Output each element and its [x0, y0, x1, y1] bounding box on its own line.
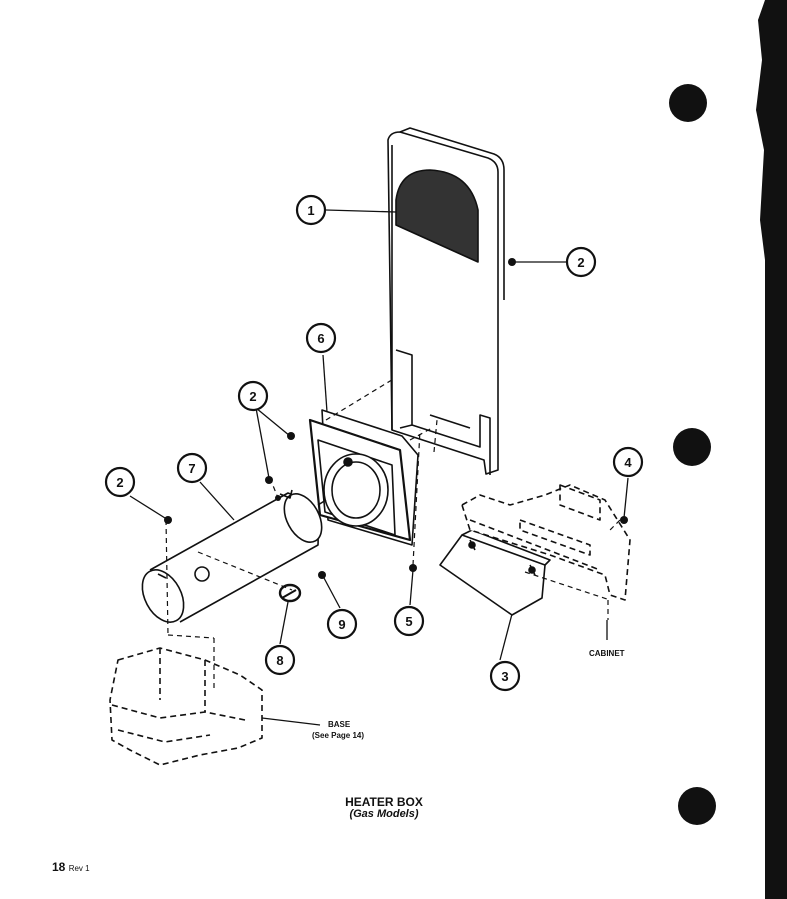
diagram-title: HEATER BOX: [345, 795, 423, 809]
screws: [164, 258, 628, 579]
callout-9: 9: [338, 617, 345, 632]
callout-numbers: 1 2 2 2 4 6 7 9 5 8 3: [116, 203, 632, 684]
callout-2-tube: 2: [116, 475, 123, 490]
part-3-duct-shield: [439, 529, 551, 616]
callout-3: 3: [501, 669, 508, 684]
callout-8: 8: [276, 653, 283, 668]
page-number: 18 Rev 1: [52, 860, 90, 874]
binder-hole-top: [669, 84, 707, 122]
part-7-burner-tube: [141, 489, 323, 623]
callout-4: 4: [624, 455, 632, 470]
binder-hole-middle: [673, 428, 711, 466]
callout-6: 6: [317, 331, 324, 346]
assembly-lines: [165, 377, 621, 690]
base-fragment: [109, 647, 263, 766]
page-number-value: 18: [52, 860, 66, 874]
callout-5: 5: [405, 614, 412, 629]
part-6-duct-adapter: [308, 409, 419, 546]
base-reference-label: (See Page 14): [312, 731, 365, 740]
diagram-subtitle: (Gas Models): [349, 808, 419, 820]
callout-2-adapter: 2: [249, 389, 256, 404]
callout-2-panel: 2: [577, 255, 584, 270]
part-8-igniter: [278, 583, 302, 603]
base-label: BASE: [328, 720, 351, 729]
cabinet-label: CABINET: [589, 649, 625, 658]
page-number-suffix: Rev 1: [68, 864, 90, 873]
callout-leaders: [129, 209, 629, 726]
callout-1: 1: [307, 203, 314, 218]
callout-7: 7: [188, 461, 195, 476]
scan-edge: [756, 0, 787, 899]
part-1-heater-panel: [387, 127, 505, 475]
binder-hole-bottom: [678, 787, 716, 825]
callout-circles: [104, 194, 644, 692]
cabinet-fragment: [461, 484, 631, 601]
